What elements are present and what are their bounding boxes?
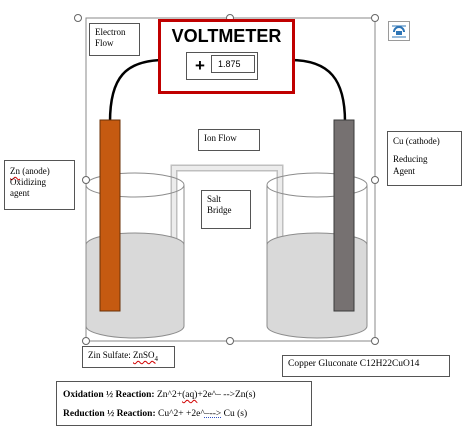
resize-handle-bottom-left[interactable]: [82, 337, 90, 345]
cathode-line3: Agent: [393, 166, 415, 176]
ion-flow-text: Ion Flow: [204, 133, 237, 143]
salt-bridge-label[interactable]: Salt Bridge: [201, 190, 251, 229]
salt-bridge-line2: Bridge: [207, 205, 232, 215]
ion-flow-label[interactable]: Ion Flow: [198, 129, 260, 151]
resize-handle-top-left[interactable]: [74, 14, 82, 22]
zinc-sulfate-prefix: Zin Sulfate:: [88, 350, 133, 360]
half-reactions-box[interactable]: Oxidation ½ Reaction: Zn^2+(aq)+2e^– -->…: [56, 381, 312, 426]
copper-electrode: [333, 119, 355, 312]
voltmeter-display: + 1.875: [186, 52, 258, 80]
copper-gluconate-label[interactable]: Copper Gluconate C12H22CuO14: [282, 355, 450, 377]
salt-bridge-line1: Salt: [207, 194, 222, 204]
right-beaker-wall: [266, 185, 368, 339]
anode-line2: Oxidizing: [10, 177, 46, 187]
layout-options-button[interactable]: [388, 21, 410, 41]
electron-flow-line2: Flow: [95, 38, 114, 48]
electron-flow-line1: Electron: [95, 27, 126, 37]
zinc-electrode: [99, 119, 121, 312]
resize-handle-left[interactable]: [82, 176, 90, 184]
oxidation-label: Oxidation ½ Reaction:: [63, 390, 155, 400]
anode-rest-text: (anode): [20, 166, 50, 176]
anode-line1: Zn (anode): [10, 166, 69, 177]
right-wire: [289, 58, 347, 123]
resize-handle-top-right[interactable]: [371, 14, 379, 22]
cathode-label[interactable]: Cu (cathode) Reducing Agent: [387, 131, 462, 186]
voltmeter-reading: 1.875: [211, 55, 255, 73]
resize-handle-right[interactable]: [371, 176, 379, 184]
zinc-sulfate-formula-wrap: ZnSO4: [133, 350, 159, 363]
zinc-sulfate-label[interactable]: Zin Sulfate: ZnSO4: [82, 346, 175, 368]
oxidation-post: +2e^– -->Zn(s): [197, 390, 256, 400]
voltmeter[interactable]: VOLTMETER + 1.875: [158, 19, 295, 94]
electron-flow-label[interactable]: Electron Flow: [89, 23, 140, 56]
left-beaker-rim: [85, 172, 185, 198]
zinc-sulfate-subscript: 4: [154, 354, 159, 363]
zinc-sulfate-formula: ZnSO: [133, 350, 155, 360]
reduction-reaction: Reduction ½ Reaction: Cu^2+ +2e^–--> Cu …: [63, 405, 305, 424]
oxidation-pre: Zn^2+: [154, 390, 183, 400]
right-beaker-rim: [266, 172, 368, 198]
resize-handle-bottom[interactable]: [226, 337, 234, 345]
reduction-arrow: –-->: [204, 409, 222, 419]
cathode-line2: Reducing: [393, 154, 428, 164]
resize-handle-bottom-right[interactable]: [371, 337, 379, 345]
oxidation-reaction: Oxidation ½ Reaction: Zn^2+(aq)+2e^– -->…: [63, 386, 305, 405]
anode-label[interactable]: Zn (anode) Oxidizing agent: [4, 160, 75, 210]
oxidation-aq: (aq): [182, 390, 198, 400]
reduction-pre: Cu^2+ +2e^: [155, 409, 205, 419]
anode-line3: agent: [10, 188, 30, 198]
voltmeter-title: VOLTMETER: [171, 26, 282, 46]
salt-bridge-inner: [172, 166, 282, 278]
reduction-post: Cu (s): [221, 409, 248, 419]
cathode-line1: Cu (cathode): [393, 136, 440, 146]
left-wire: [108, 58, 166, 123]
anode-zn-text: Zn: [10, 166, 20, 176]
layout-options-icon: [392, 25, 406, 38]
reduction-label: Reduction ½ Reaction:: [63, 409, 156, 419]
left-beaker-wall: [85, 185, 185, 339]
voltmeter-sign: +: [195, 56, 205, 75]
copper-gluconate-text: Copper Gluconate C12H22CuO14: [288, 359, 420, 369]
